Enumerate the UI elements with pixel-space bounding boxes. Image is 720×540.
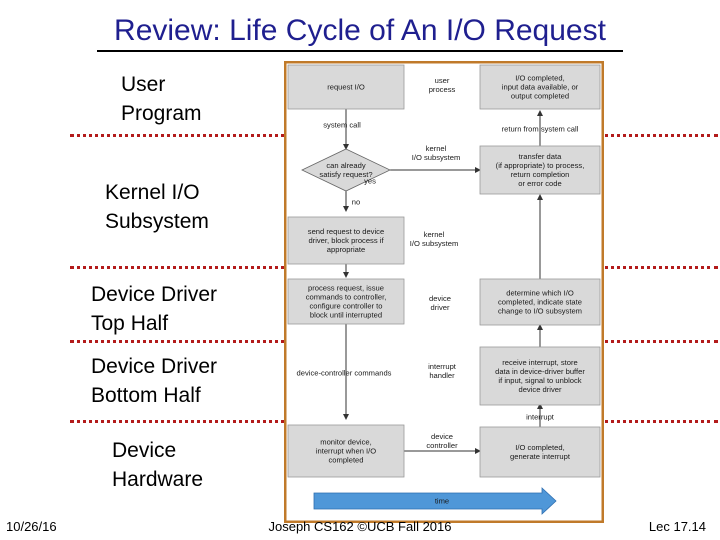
receive-interrupt-box	[479, 346, 601, 406]
transfer-data-box	[479, 145, 601, 195]
determine-io-box	[479, 278, 601, 326]
title-underline	[97, 50, 623, 52]
io-completed-box	[479, 64, 601, 110]
send-request-box	[287, 216, 405, 265]
decision-yes-label: yes	[364, 177, 376, 186]
transfer-data-box-text: transfer data(if appropriate) to process…	[496, 152, 585, 188]
return-system-call-label: return from system call	[502, 125, 579, 134]
footer-page-number: Lec 17.14	[648, 519, 706, 534]
device-commands-label: device-controller commands	[297, 369, 392, 378]
time-label: time	[435, 497, 449, 506]
layer-label-device-hardware: Device Hardware	[112, 439, 204, 491]
io-completed-interrupt-box	[479, 426, 601, 478]
process-request-box	[287, 278, 405, 325]
slide-title: Review: Life Cycle of An I/O Request	[114, 14, 606, 47]
decision-no-label: no	[352, 198, 360, 207]
request-io-box	[287, 64, 405, 110]
layer-label-driver-top: Device Driver Top Half	[91, 283, 218, 335]
footer-credit: Joseph CS162 ©UCB Fall 2016	[268, 519, 452, 534]
layer-label-kernel-io: Kernel I/O Subsystem	[105, 181, 209, 233]
request-io-box-text: request I/O	[327, 83, 365, 92]
decision-diamond	[301, 148, 391, 192]
io-completed-interrupt-box-text: I/O completed,generate interrupt	[510, 443, 571, 461]
footer-date: 10/26/16	[6, 519, 57, 534]
layer-label-user-program: User Program	[121, 73, 202, 125]
monitor-device-box	[287, 424, 405, 478]
system-call-label: system call	[323, 121, 361, 130]
time-arrow	[313, 487, 557, 515]
layer-label-driver-bottom: Device Driver Bottom Half	[91, 355, 218, 407]
interrupt-label: interrupt	[526, 413, 555, 422]
